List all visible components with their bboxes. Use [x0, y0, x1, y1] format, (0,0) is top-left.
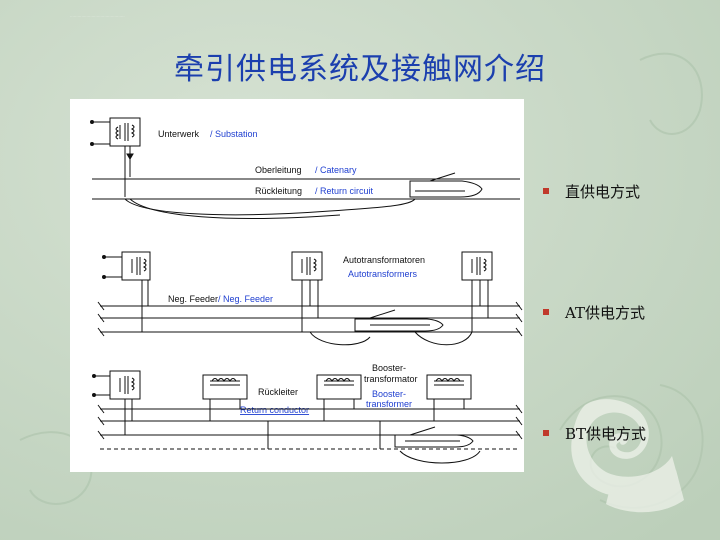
- rueckleiter-label: Rückleiter: [258, 387, 298, 397]
- direct-feeding-diagram: Unterwerk / Substation Oberleitung / Cat…: [90, 117, 520, 219]
- booster-box-2: [316, 374, 362, 400]
- bt-feeding-diagram: Rückleiter Return conductor Booster- tra…: [92, 363, 523, 464]
- oberleitung-label: Oberleitung: [255, 165, 302, 175]
- bullet-marker-icon: [543, 309, 549, 315]
- train-icon-3: [394, 426, 474, 448]
- return-circuit-label: / Return circuit: [315, 186, 374, 196]
- booster-de-label-2: transformator: [364, 374, 418, 384]
- power-supply-diagram: Unterwerk / Substation Oberleitung / Cat…: [70, 99, 524, 472]
- bullet-marker-icon: [543, 430, 549, 436]
- autotransformers-label: Autotransformers: [348, 269, 418, 279]
- bullet-bt-feeding: BT供电方式: [543, 423, 646, 444]
- autotransformer-box-1: [291, 251, 323, 281]
- train-icon-2: [354, 309, 444, 332]
- swirl-emblem-icon: [571, 399, 684, 513]
- transformer-icon: [115, 123, 135, 141]
- bullet-marker-icon: [543, 188, 549, 194]
- catenary-label: / Catenary: [315, 165, 357, 175]
- booster-box-3: [426, 374, 472, 400]
- autotransformer-box-2: [461, 251, 493, 281]
- bullet-direct-feeding: 直供电方式: [543, 181, 640, 202]
- neg-feeder-label: Neg. Feeder: [168, 294, 218, 304]
- booster-box-1: [202, 374, 248, 400]
- train-icon: [409, 172, 483, 198]
- return-conductor-label: Return conductor: [240, 405, 309, 415]
- substation-box-2: [121, 251, 151, 281]
- autotransformatoren-label: Autotransformatoren: [343, 255, 425, 265]
- booster-de-label-1: Booster-: [372, 363, 406, 373]
- bullet-at-feeding: AT供电方式: [543, 302, 645, 323]
- booster-en-label-1: Booster-: [372, 389, 406, 399]
- at-feeding-diagram: Autotransformatoren Autotransformers Neg…: [97, 251, 523, 346]
- substation-label: / Substation: [210, 129, 258, 139]
- neg-feeder-en-label: / Neg. Feeder: [218, 294, 273, 304]
- booster-en-label-2: transformer: [366, 399, 412, 409]
- rueckleitung-label: Rückleitung: [255, 186, 302, 196]
- unterwerk-label: Unterwerk: [158, 129, 200, 139]
- header-dots: ........................................…: [70, 13, 125, 18]
- slide-title: 牵引供电系统及接触网介绍: [174, 52, 546, 87]
